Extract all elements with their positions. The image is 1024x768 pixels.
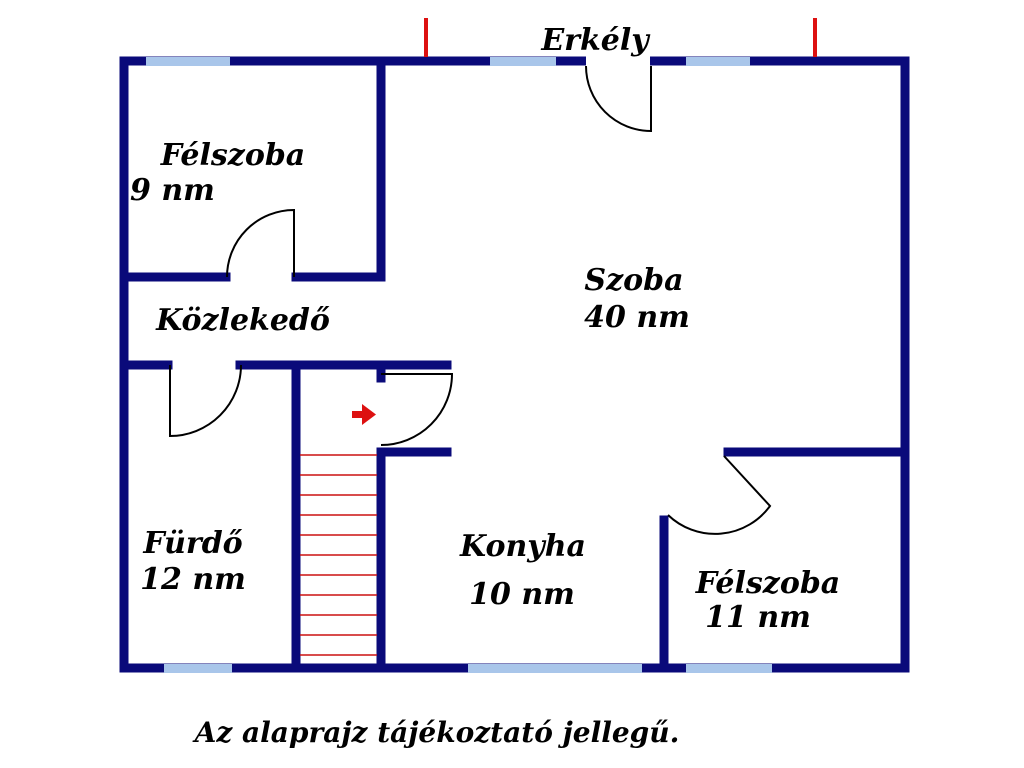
room-area-kitchen: 10 nm (469, 577, 575, 612)
room-area-bathroom: 12 nm (140, 562, 246, 597)
window-bottom-kitchen (468, 664, 642, 673)
doors (169, 65, 772, 535)
door-small-room-bottom (667, 455, 772, 535)
room-name-bathroom: Fürdő (142, 526, 242, 561)
balcony-door-gap (586, 54, 650, 69)
room-name-small-room-bottom: Félszoba (695, 566, 841, 601)
window-top-left (146, 57, 230, 66)
room-area-small-room-top: 9 nm (130, 173, 215, 208)
door-balcony (585, 65, 652, 133)
room-name-small-room-top: Félszoba (160, 138, 306, 173)
balcony-markers (424, 18, 817, 57)
window-bottom-room (686, 664, 772, 673)
window-top-middle (490, 57, 556, 66)
room-area-living-room: 40 nm (584, 300, 690, 335)
window-bottom-bathroom (164, 664, 232, 673)
room-name-kitchen: Konyha (459, 529, 586, 564)
windows (146, 57, 772, 673)
door-bathroom (169, 364, 242, 438)
window-top-right (686, 57, 750, 66)
interior-walls (119, 56, 910, 673)
room-name-living-room: Szoba (584, 263, 683, 298)
balcony-label: Erkély (540, 23, 651, 58)
staircase (300, 454, 377, 656)
entrance-arrow-icon (352, 404, 376, 425)
room-area-small-room-bottom: 11 nm (705, 600, 811, 635)
door-small-room-top (226, 208, 295, 278)
footnote: Az alaprajz tájékoztató jellegű. (192, 716, 680, 749)
room-name-hallway: Közlekedő (155, 303, 330, 338)
door-entrance (380, 373, 454, 446)
